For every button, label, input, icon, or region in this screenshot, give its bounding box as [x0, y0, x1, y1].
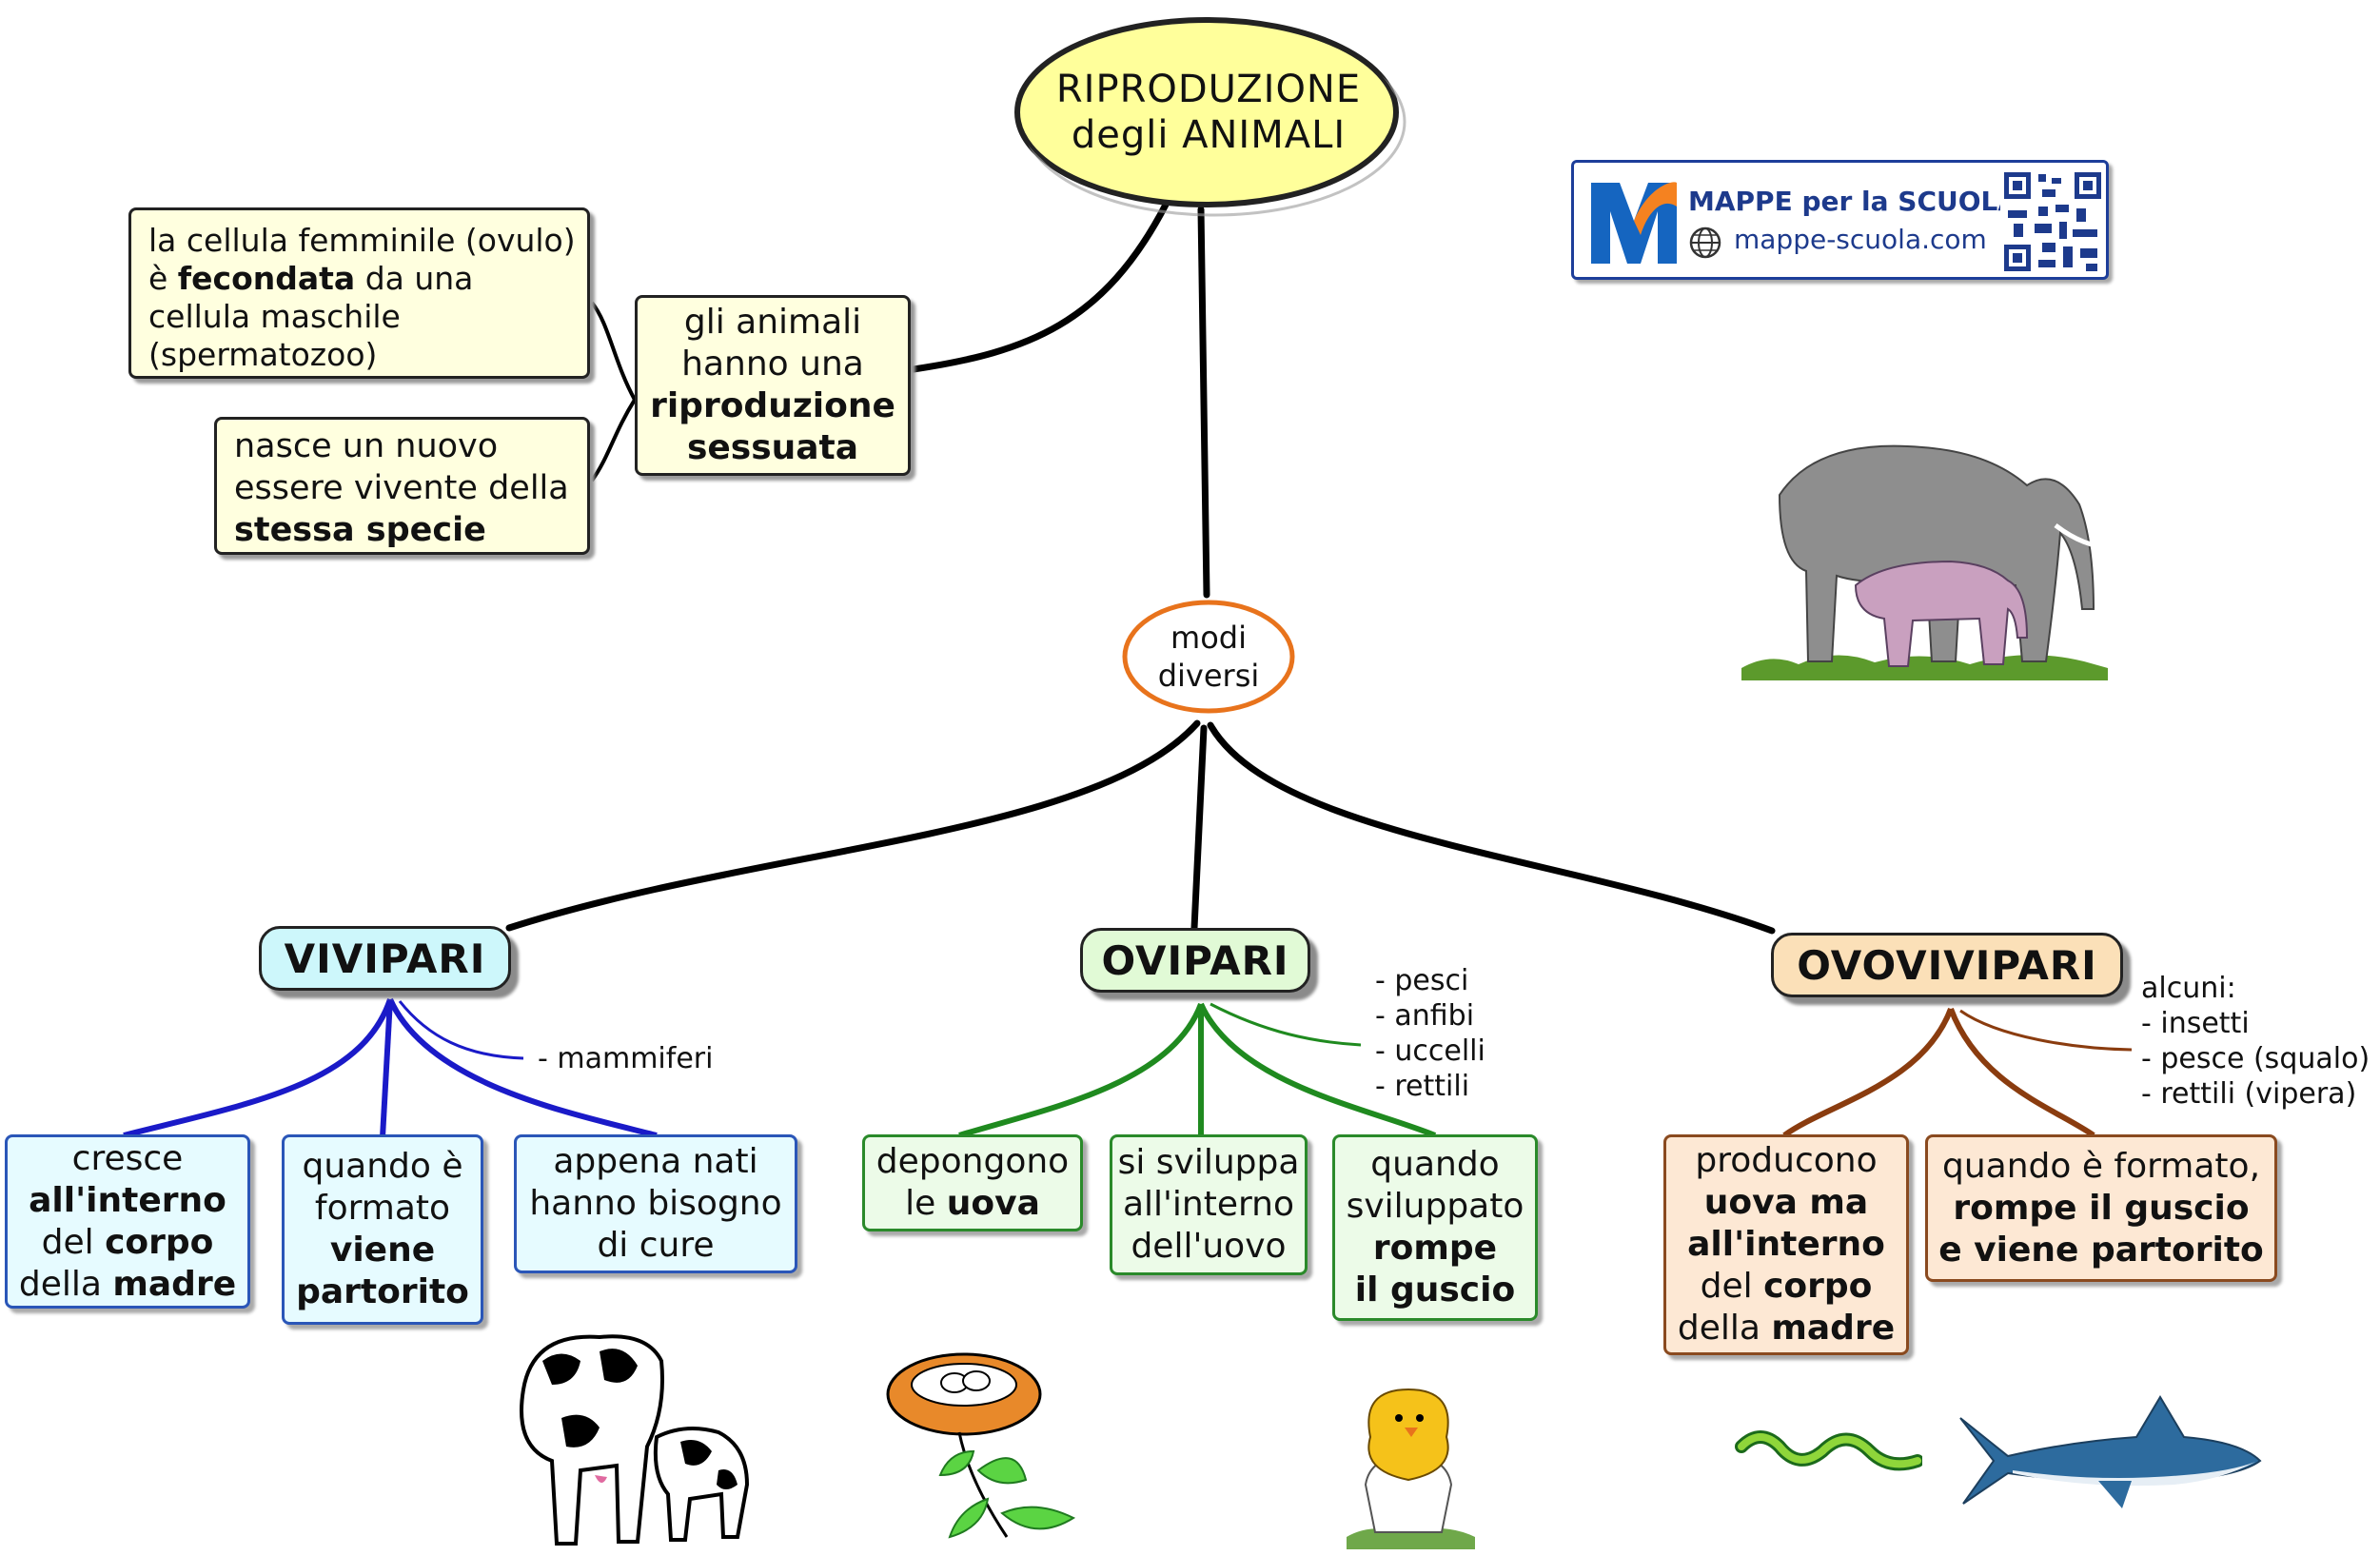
line-modi-to-ovipari — [1190, 724, 1208, 932]
ovovivipari-b2-bold2: e viene partorito — [1938, 1230, 2264, 1270]
center-title: RIPRODUZIONE degli ANIMALI — [1028, 46, 1389, 179]
ovipari-b1-line1: depongono — [875, 1142, 1070, 1181]
vivipari-b2-bold2: partorito — [296, 1272, 469, 1311]
cellula-bold: fecondata — [177, 260, 356, 297]
ovovivipari-title: OVOVIVIPARI — [1771, 933, 2123, 997]
nasce-text: nasce un nuovo essere vivente della — [234, 427, 569, 507]
ovovivipari-b1-line4: del corpo — [1700, 1267, 1873, 1306]
vivipari-b2-bold1: viene — [329, 1231, 436, 1270]
ovipari-b2-line1: si sviluppa — [1117, 1143, 1300, 1182]
center-title-line1: RIPRODUZIONE — [1055, 68, 1362, 111]
vivipari-b2-line1: quando è — [302, 1147, 463, 1186]
line-vivipari-b3 — [387, 997, 658, 1138]
ovipari-b2-line2: all'interno — [1122, 1185, 1295, 1224]
line-ovipari-b3 — [1198, 1002, 1437, 1138]
line-ovovivipari-b2 — [1948, 1007, 2095, 1138]
line-center-to-sessuata — [910, 201, 1170, 373]
ovipari-b1-line2: le uova — [905, 1184, 1040, 1223]
nest-illustration — [886, 1352, 1076, 1539]
vivipari-title: VIVIPARI — [259, 926, 511, 991]
modi-label-line2: diversi — [1157, 658, 1260, 694]
vivipari-b3-line3: di cure — [597, 1226, 715, 1265]
ovipari-note: - pesci - anfibi - uccelli - rettili — [1375, 964, 1485, 1103]
chick-illustration — [1347, 1388, 1475, 1549]
line-ovipari-note — [1210, 1002, 1362, 1047]
vivipari-b1-line4: della madre — [18, 1264, 237, 1304]
logo-site[interactable]: mappe-scuola.com — [1734, 224, 1987, 255]
line-vivipari-b2 — [380, 998, 393, 1138]
vivipari-box-3: appena nati hanno bisogno di cure — [514, 1134, 797, 1273]
vivipari-b3-line1: appena nati — [553, 1142, 758, 1181]
sessuata-box: gli animali hanno una riproduzione sessu… — [635, 295, 911, 476]
qr-code-icon — [2000, 168, 2105, 275]
cellula-text-pre: la cellula femminile (ovulo) è — [148, 222, 576, 297]
line-ovipari-b1 — [958, 1002, 1204, 1138]
ovovivipari-b2-bold1: rompe il guscio — [1953, 1188, 2250, 1228]
ovovivipari-b1-bold1: uova ma — [1703, 1183, 1869, 1222]
vivipari-b1-line1: cresce — [71, 1138, 184, 1178]
ovipari-box-1: depongono le uova — [862, 1134, 1083, 1231]
modi-node — [1122, 600, 1295, 714]
sessuata-bold: riproduzione sessuata — [650, 386, 895, 467]
ovipari-b3-line1: quando — [1370, 1145, 1500, 1184]
ovipari-box-2: si sviluppa all'interno dell'uovo — [1110, 1134, 1308, 1275]
line-sessuata-to-nasce — [590, 398, 637, 483]
ovovivipari-b2-line1: quando è formato, — [1941, 1146, 2261, 1186]
cellula-box: la cellula femminile (ovulo) è fecondata… — [128, 207, 590, 379]
vivipari-box-1: cresce all'interno del corpo della madre — [5, 1134, 250, 1309]
nasce-box: nasce un nuovo essere vivente della stess… — [214, 417, 590, 555]
line-modi-to-ovovivipari — [1207, 721, 1776, 935]
line-sessuata-to-cellula — [590, 301, 637, 401]
ovovivipari-b1-bold2: all'interno — [1687, 1225, 1885, 1264]
vivipari-b3-line2: hanno bisogno — [529, 1184, 782, 1223]
line-ovovivipari-b1 — [1782, 1007, 1954, 1138]
globe-icon — [1689, 227, 1721, 259]
vivipari-b2-line2: formato — [314, 1189, 451, 1228]
center-title-line2: degli ANIMALI — [1071, 113, 1347, 157]
ovovivipari-box-2: quando è formato, rompe il guscio e vien… — [1925, 1134, 2277, 1282]
ovovivipari-note: alcuni: - insetti - pesce (squalo) - ret… — [2141, 972, 2370, 1111]
line-modi-to-vivipari — [505, 719, 1201, 932]
ovovivipari-box-1: producono uova ma all'interno del corpo … — [1663, 1134, 1909, 1355]
logo-title: MAPPE per la SCUOLA — [1688, 186, 2019, 217]
ovipari-title: OVIPARI — [1080, 928, 1310, 993]
modi-label-line1: modi — [1170, 620, 1247, 656]
ovipari-box-3: quando sviluppato rompe il guscio — [1332, 1134, 1538, 1321]
logo-m-icon — [1591, 182, 1677, 264]
ovipari-b2-line3: dell'uovo — [1131, 1227, 1287, 1266]
line-vivipari-note — [398, 1000, 524, 1060]
logo-badge: MAPPE per la SCUOLA mappe-scuola.com — [1571, 160, 2109, 280]
ovipari-b3-line2: sviluppato — [1346, 1187, 1524, 1226]
vivipari-box-2: quando è formato viene partorito — [282, 1134, 483, 1325]
line-vivipari-b1 — [123, 998, 393, 1138]
vivipari-note: - mammiferi — [538, 1042, 714, 1075]
cow-calf-illustration — [520, 1334, 750, 1546]
center-node-fill — [1016, 19, 1397, 206]
ovipari-b3-bold2: il guscio — [1354, 1270, 1516, 1310]
elephants-illustration — [1741, 444, 2112, 680]
ovovivipari-b1-line1: producono — [1695, 1141, 1878, 1180]
nasce-bold: stessa specie — [234, 511, 486, 549]
shark-illustration — [1959, 1395, 2262, 1508]
ovovivipari-b1-line5: della madre — [1677, 1309, 1896, 1348]
line-center-to-modi — [1197, 206, 1210, 599]
ovipari-b3-bold1: rompe — [1372, 1229, 1498, 1268]
line-ovovivipari-note — [1959, 1009, 2133, 1052]
sessuata-text: gli animali hanno una — [681, 303, 864, 384]
modi-label: modi diversi — [1132, 609, 1285, 704]
snake-illustration — [1735, 1430, 1922, 1471]
vivipari-b1-bold1: all'interno — [29, 1180, 226, 1220]
cellula-text-post: da una cellula maschile (spermatozoo) — [148, 260, 474, 373]
vivipari-b1-line3: del corpo — [41, 1222, 214, 1262]
